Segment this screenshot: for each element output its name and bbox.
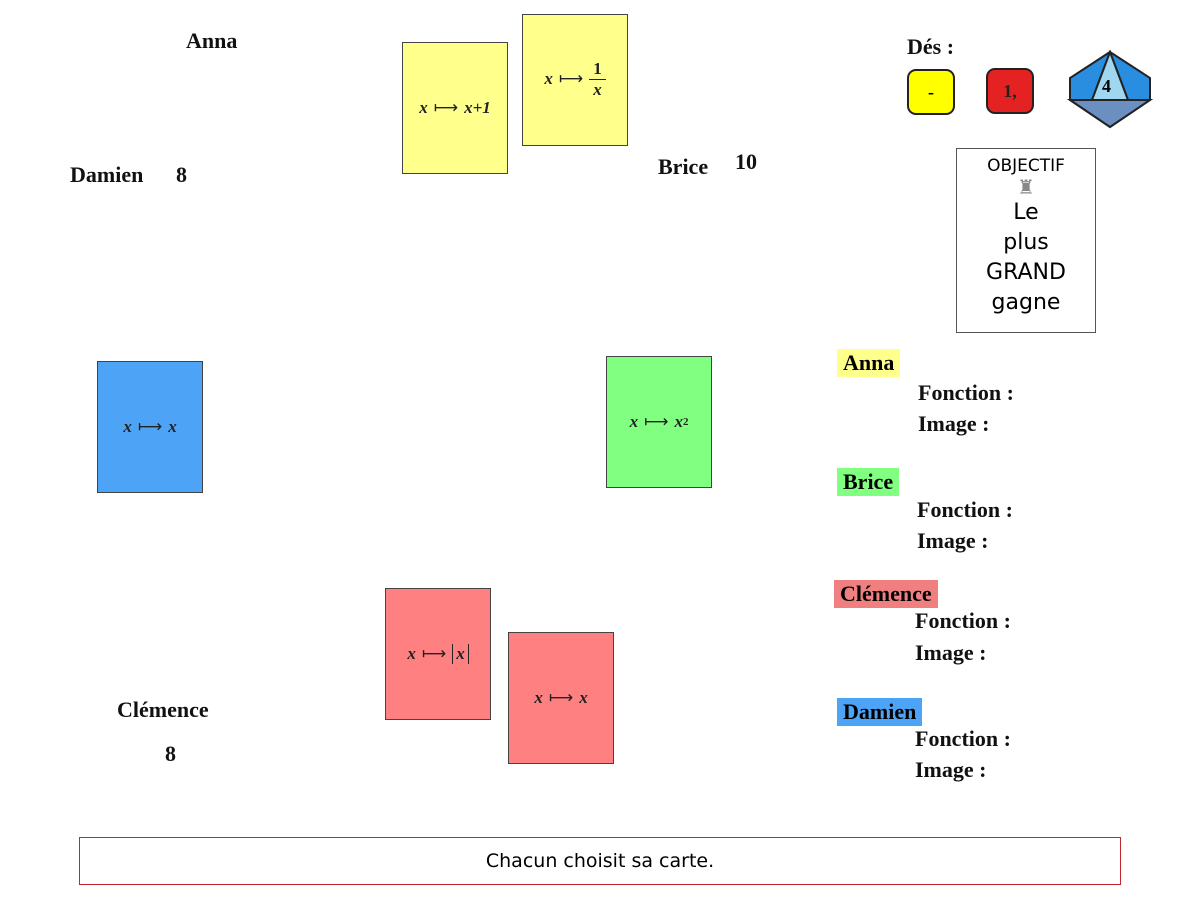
maps-to-icon: ⟼ (548, 688, 574, 707)
card-damien-identity[interactable]: x ⟼ x (97, 361, 203, 493)
card-var: x (544, 69, 553, 88)
red-die[interactable]: 1, (986, 68, 1034, 114)
card-expr: x (168, 417, 177, 436)
player-score-clemence: 8 (165, 741, 176, 766)
panel-fonction-brice: Fonction : (917, 497, 1013, 522)
maps-to-icon: ⟼ (644, 412, 669, 431)
objective-box: OBJECTIF ♜ Le plus GRAND gagne (956, 148, 1096, 333)
panel-fonction-clemence: Fonction : (915, 608, 1011, 633)
card-var: x (123, 417, 132, 436)
d10-die[interactable]: 4 (1066, 49, 1154, 130)
d10-value: 4 (1102, 76, 1111, 96)
card-var: x (419, 98, 428, 117)
panel-fonction-damien: Fonction : (915, 726, 1011, 751)
panel-badge-brice: Brice (837, 468, 900, 496)
panel-image-anna: Image : (918, 411, 990, 436)
player-name-clemence: Clémence (117, 697, 209, 722)
card-expr: x (452, 644, 469, 664)
panel-badge-clemence: Clémence (834, 580, 938, 608)
objective-title: OBJECTIF (987, 156, 1065, 176)
panel-badge-damien: Damien (837, 698, 923, 726)
objective-line: plus (1003, 230, 1049, 255)
d10-icon (1066, 49, 1154, 129)
player-name-brice: Brice (658, 154, 709, 179)
panel-fonction-anna: Fonction : (918, 380, 1014, 405)
panel-image-brice: Image : (917, 528, 989, 553)
status-message: Chacun choisit sa carte. (79, 837, 1121, 885)
card-expr: x (579, 688, 588, 707)
maps-to-icon: ⟼ (137, 417, 163, 436)
panel-image-damien: Image : (915, 757, 987, 782)
objective-line: gagne (991, 290, 1061, 315)
maps-to-icon: ⟼ (421, 644, 447, 663)
card-anna-x-plus-1[interactable]: x ⟼ x+1 (402, 42, 508, 174)
card-clemence-identity[interactable]: x ⟼ x (508, 632, 614, 764)
player-score-damien: 8 (176, 162, 187, 187)
card-expr: x (674, 412, 683, 431)
card-var: x (407, 644, 416, 663)
player-score-brice: 10 (735, 149, 757, 174)
exponent: 2 (682, 416, 689, 428)
denominator: x (593, 80, 602, 99)
panel-badge-anna: Anna (837, 349, 901, 377)
objective-figure-icon: ♜ (1017, 175, 1035, 199)
panel-image-clemence: Image : (915, 640, 987, 665)
player-name-damien: Damien (70, 162, 144, 187)
yellow-die[interactable]: - (907, 69, 955, 115)
maps-to-icon: ⟼ (433, 98, 459, 117)
card-var: x (534, 688, 543, 707)
objective-line: GRAND (986, 260, 1066, 285)
dice-label: Dés : (907, 34, 955, 59)
card-expr: x+1 (464, 98, 491, 117)
card-clemence-abs[interactable]: x ⟼ x (385, 588, 491, 720)
maps-to-icon: ⟼ (558, 69, 584, 88)
numerator: 1 (589, 59, 606, 80)
player-name-anna: Anna (186, 28, 238, 53)
objective-line: Le (1013, 200, 1039, 225)
card-var: x (629, 412, 639, 431)
